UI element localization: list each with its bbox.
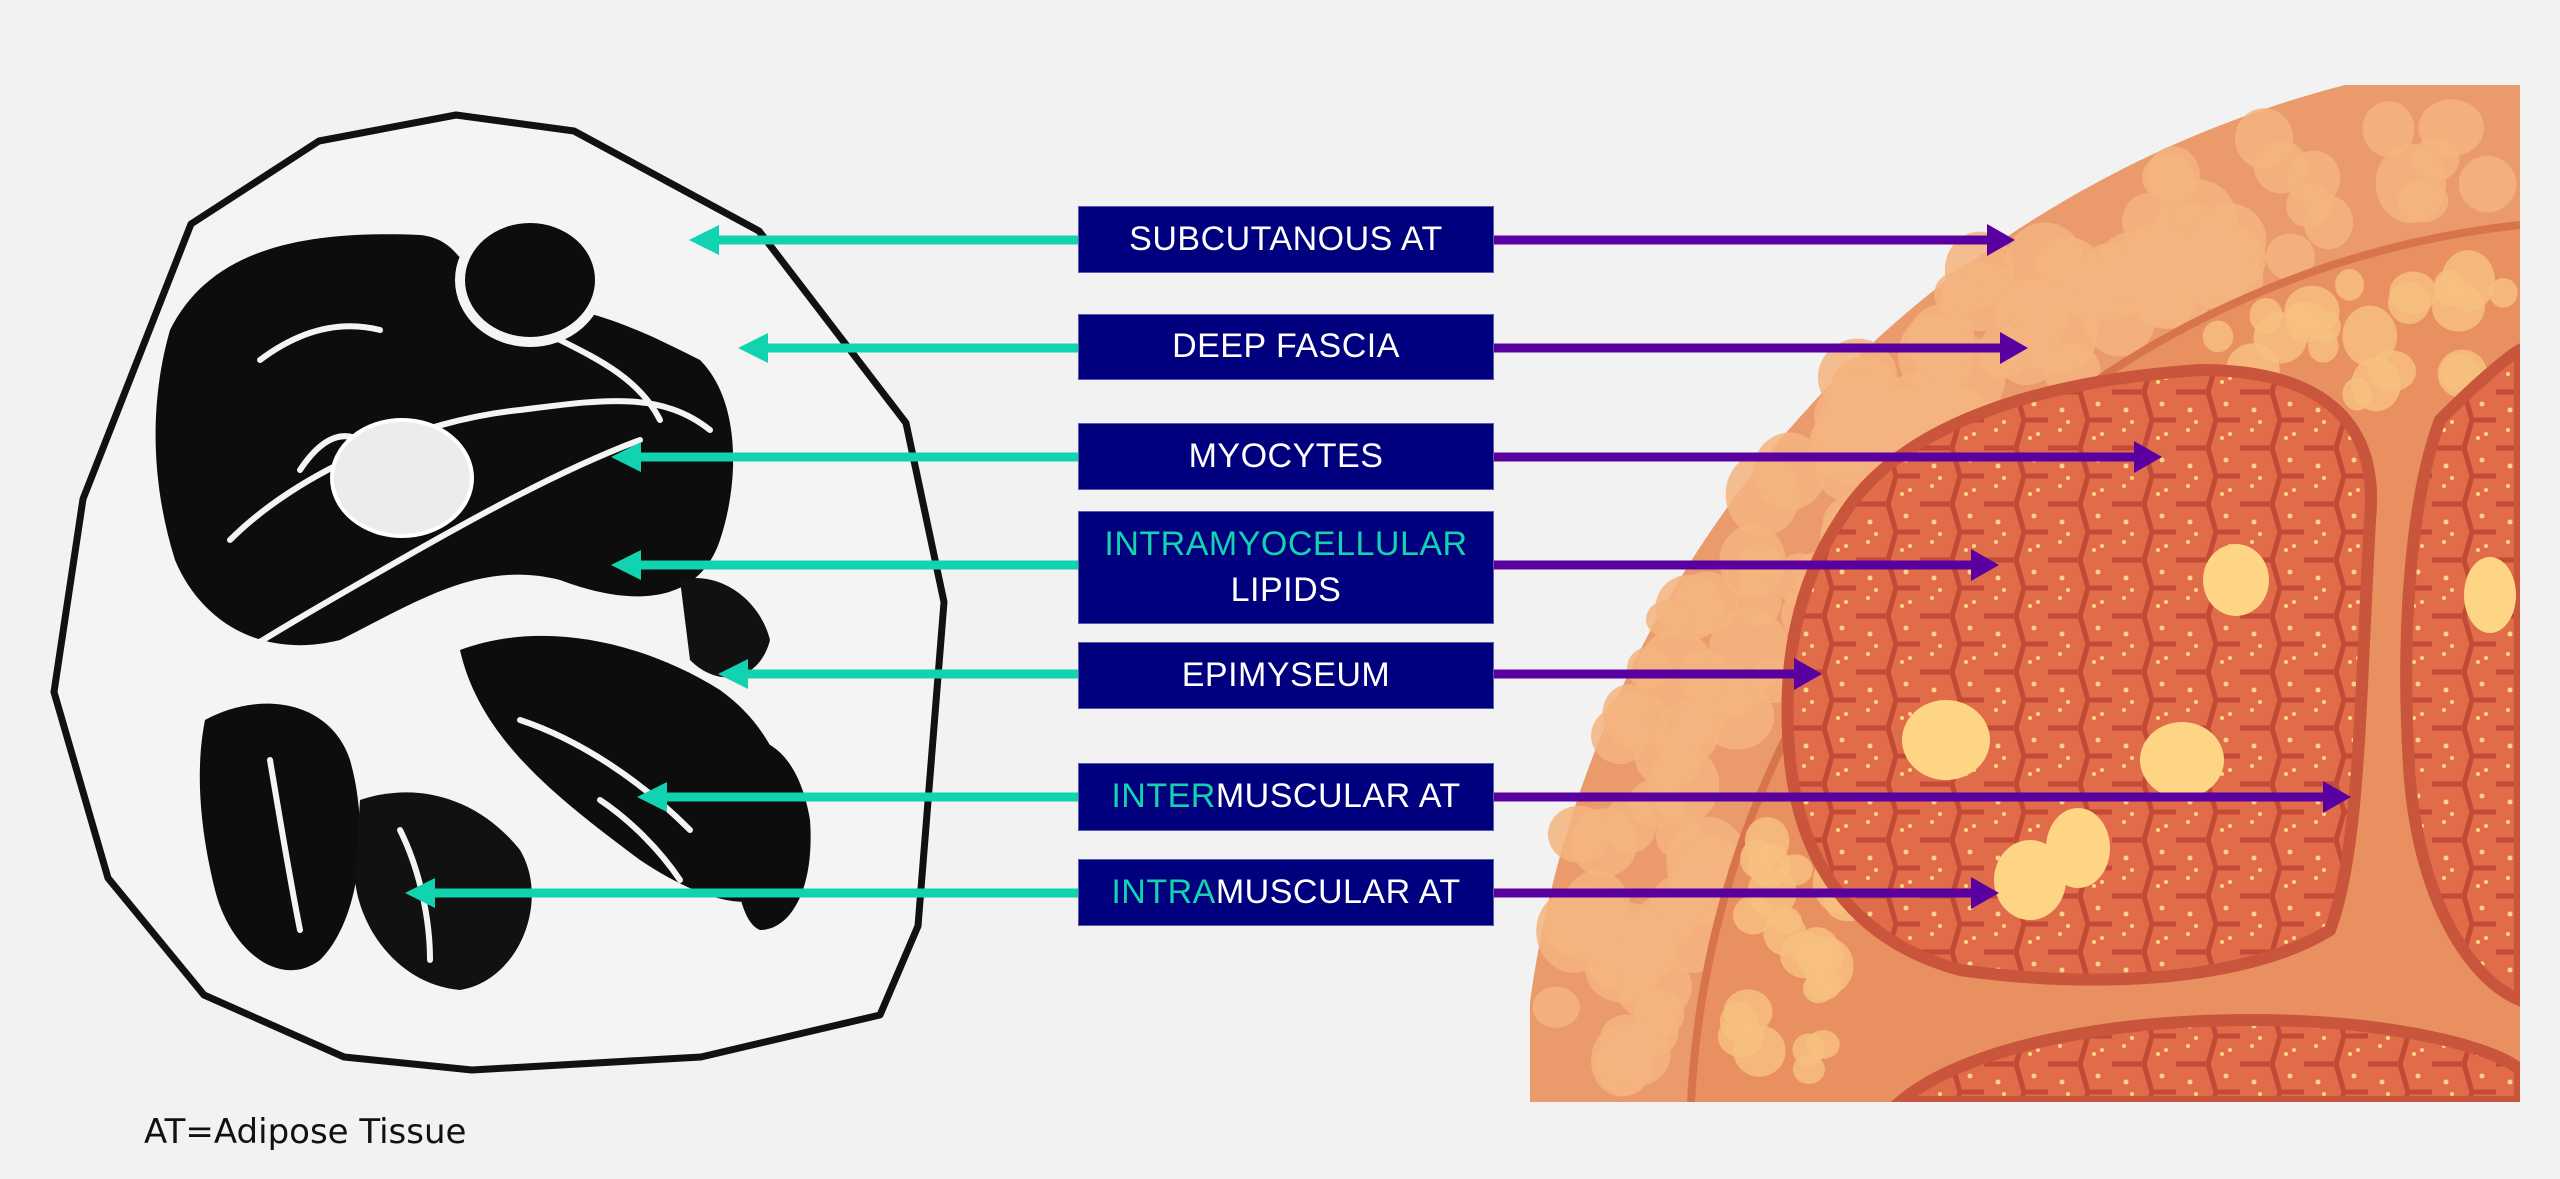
- left-arrowhead-myocytes: [611, 442, 641, 472]
- fat-cell: [1792, 1054, 1825, 1084]
- fat-cell: [2303, 195, 2354, 250]
- label-highlight: INTRA: [1111, 872, 1216, 911]
- label-line2: LIPIDS: [1230, 570, 1342, 609]
- fat-cell: [1777, 854, 1813, 886]
- fat-cell: [2418, 99, 2485, 157]
- label-intramyocellular-lipids: INTRAMYOCELLULAR LIPIDS: [1078, 511, 1494, 624]
- fat-cell: [1806, 1030, 1840, 1059]
- mri-thigh-cross-section: [50, 111, 948, 1074]
- illustration-muscle-bundle-right: [2400, 343, 2520, 1007]
- label-text: MUSCULAR AT: [1215, 872, 1461, 911]
- fat-cell: [2488, 277, 2518, 308]
- fat-cell: [2286, 302, 2318, 332]
- label-subcutanous-at: SUBCUTANOUS AT: [1078, 206, 1494, 273]
- fat-cell: [2265, 233, 2316, 281]
- fat-cell: [1770, 907, 1802, 935]
- fat-cell: [1532, 986, 1580, 1028]
- mri-femur-bone: [330, 418, 474, 538]
- mri-lateral-muscle: [730, 738, 811, 930]
- label-deep-fascia: DEEP FASCIA: [1078, 314, 1494, 380]
- fat-cell: [1994, 278, 2069, 350]
- fat-cell: [2133, 247, 2215, 329]
- right-arrowhead-subcutanous-at: [1987, 224, 2015, 256]
- right-arrowhead-intermuscular-at: [2323, 781, 2351, 813]
- fat-cell: [1671, 706, 1718, 748]
- arrows: [405, 224, 2351, 909]
- illustration-muscle-bundle-bottom: [1890, 1013, 2520, 1102]
- label-text: EPIMYSEUM: [1181, 655, 1391, 694]
- left-arrowhead-intramyocellular-lipids: [611, 550, 641, 580]
- fat-cell: [1570, 808, 1638, 877]
- label-text: DEEP FASCIA: [1172, 327, 1400, 366]
- right-arrowhead-myocytes: [2134, 441, 2162, 473]
- fat-cell: [2342, 377, 2373, 411]
- tissue-illustration: [1530, 85, 2520, 1102]
- fat-cell: [1802, 974, 1835, 1004]
- label-text: SUBCUTANOUS AT: [1129, 219, 1443, 258]
- fat-cell: [2142, 153, 2195, 201]
- fat-cell: [1630, 1007, 1679, 1057]
- fat-cell: [2375, 143, 2447, 223]
- fat-cell: [2368, 350, 2417, 392]
- illustration-intermuscular-fat: [1902, 544, 2516, 920]
- mri-hamstring-muscle: [460, 635, 794, 902]
- fat-cell: [1744, 817, 1790, 866]
- fat-cell: [1717, 1016, 1765, 1058]
- fat-cell: [1734, 577, 1782, 627]
- label-intermuscular-at: INTERMUSCULAR AT: [1078, 763, 1494, 831]
- left-arrowhead-epimyseum: [718, 659, 748, 689]
- illustration-fat-cells-outer: [1532, 99, 2517, 1097]
- fat-cell: [1907, 304, 1975, 378]
- fat-cell: [2458, 155, 2517, 213]
- label-text: MYOCYTES: [1188, 436, 1384, 475]
- left-arrowhead-deep-fascia: [738, 333, 768, 363]
- fat-cell: [2202, 320, 2234, 353]
- fat-cell: [2122, 193, 2174, 250]
- mri-sartorius-muscle: [455, 213, 605, 347]
- fat-cell: [1753, 432, 1827, 511]
- fat-cell: [1536, 889, 1613, 973]
- right-arrowhead-deep-fascia: [2000, 332, 2028, 364]
- left-arrowhead-subcutanous-at: [689, 225, 719, 255]
- label-intramuscular-at: INTRAMUSCULAR AT: [1078, 859, 1494, 926]
- fat-cell: [1645, 600, 1691, 639]
- left-arrowhead-intermuscular-at: [637, 782, 667, 812]
- label-text: MUSCULAR AT: [1215, 777, 1461, 816]
- fat-cell: [2388, 281, 2431, 325]
- fat-cell: [2342, 305, 2398, 367]
- footnote: AT=Adipose Tissue: [144, 1112, 467, 1152]
- label-highlight: INTER: [1111, 777, 1216, 816]
- fat-cell: [2362, 101, 2415, 157]
- right-arrowhead-intramyocellular-lipids: [1971, 549, 1999, 581]
- fat-cell: [1617, 911, 1679, 980]
- fat-cell: [2234, 108, 2294, 170]
- mri-adductor-muscle: [199, 703, 360, 971]
- right-arrowhead-intramuscular-at: [1971, 877, 1999, 909]
- fat-cell: [2335, 268, 2365, 301]
- fat-cell: [1627, 646, 1672, 690]
- label-epimyseum: EPIMYSEUM: [1078, 642, 1494, 709]
- label-myocytes: MYOCYTES: [1078, 423, 1494, 490]
- fat-cell: [1591, 707, 1650, 764]
- fat-cell: [1881, 373, 1953, 436]
- mri-muscle-bundle: [680, 578, 770, 678]
- right-arrowhead-epimyseum: [1794, 658, 1822, 690]
- fat-cell: [1733, 895, 1774, 935]
- left-arrowhead-intramuscular-at: [405, 878, 435, 908]
- fat-cell: [2434, 269, 2464, 300]
- label-highlight: INTRAMYOCELLULAR: [1104, 524, 1468, 563]
